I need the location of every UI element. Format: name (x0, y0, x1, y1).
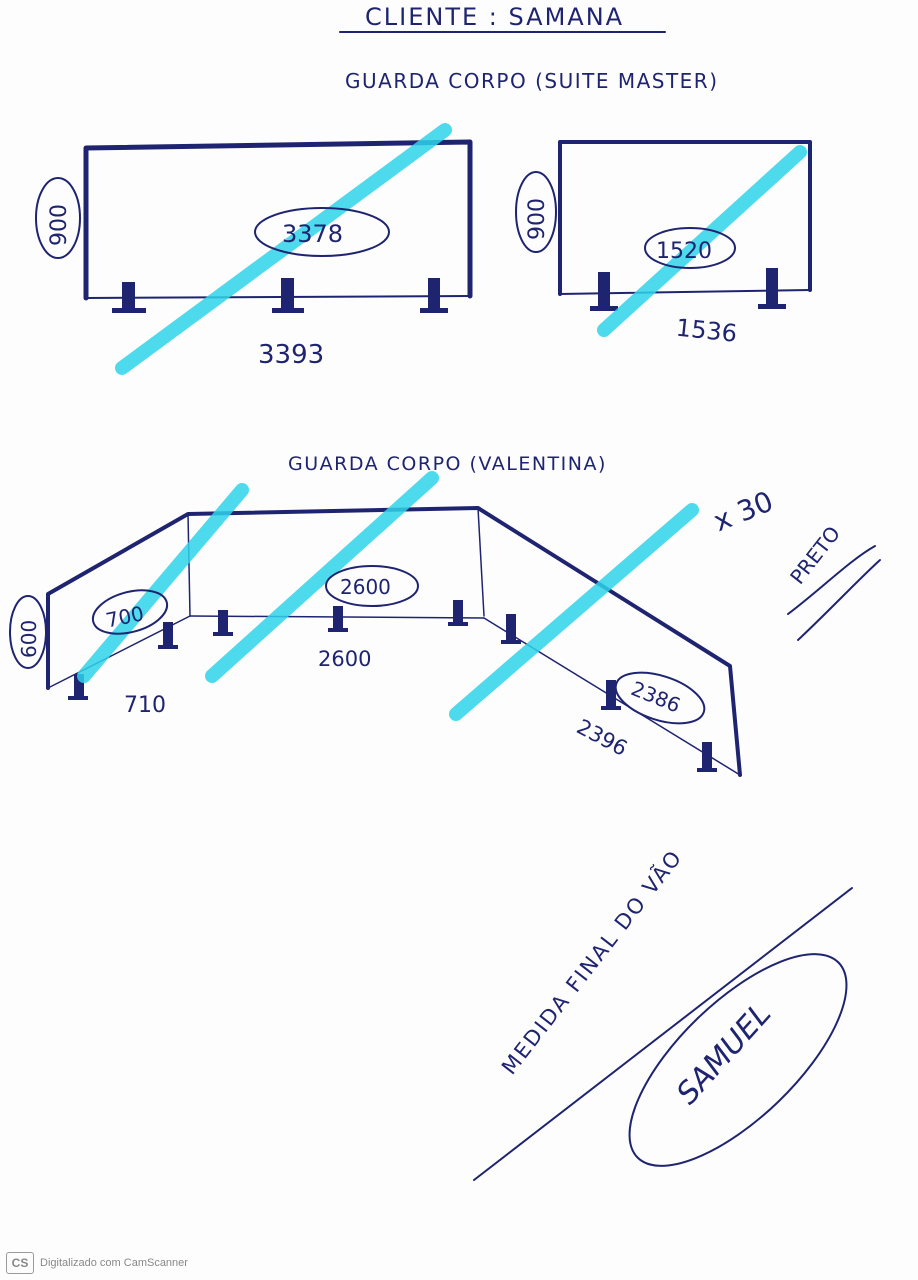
pen-scribble (787, 545, 881, 641)
underline-stroke (473, 887, 853, 1181)
scanner-footer: CS Digitalizado com CamScanner (6, 1252, 188, 1274)
scanner-caption: Digitalizado com CamScanner (40, 1257, 188, 1269)
width-label: 710 (124, 693, 166, 718)
width-label: 3393 (258, 340, 324, 370)
width-label: 1536 (675, 314, 739, 348)
suite-panel-left: 900 3378 3393 (35, 123, 473, 375)
glass-circle (644, 227, 736, 269)
glass-circle (614, 671, 706, 725)
width-label: 2600 (318, 647, 371, 671)
section1-title: GUARDA CORPO (SUITE MASTER) (345, 69, 719, 93)
glass-label: 2600 (340, 575, 391, 599)
post-icon (158, 622, 178, 649)
suite-panel-right: 900 1520 1536 (515, 140, 812, 348)
post-icon (601, 680, 621, 710)
post-icon (213, 610, 233, 636)
glass-label: 700 (104, 601, 146, 632)
height-circle (515, 171, 557, 253)
highlighter-stroke (449, 503, 699, 721)
camscanner-logo: CS (6, 1252, 34, 1274)
post-icon (328, 606, 348, 632)
client-heading: CLIENTE : SAMANA (365, 3, 624, 31)
color-note: PRETO (785, 521, 845, 588)
height-label: 600 (17, 620, 41, 658)
post-icon (112, 282, 146, 313)
height-circle (35, 177, 81, 259)
valentina-railing: 600 700 710 2600 2600 2386 2396 x 30 PRE… (9, 471, 881, 777)
glass-circle (91, 589, 169, 635)
signature-circle (628, 953, 848, 1167)
highlighter-stroke (205, 471, 439, 683)
post-icon (420, 278, 448, 313)
quantity-note: x 30 (709, 485, 778, 538)
post-icon (68, 674, 88, 700)
highlighter-stroke (77, 483, 249, 683)
height-label: 900 (47, 204, 72, 246)
section2-title: GUARDA CORPO (VALENTINA) (288, 453, 607, 475)
post-icon (448, 600, 468, 626)
highlighter-stroke (597, 145, 807, 337)
glass-circle (254, 207, 390, 257)
width-label: 2396 (573, 715, 631, 761)
final-measure-note: MEDIDA FINAL DO VÃO (495, 844, 687, 1079)
glass-label: 3378 (282, 220, 343, 248)
post-icon (272, 278, 304, 313)
post-icon (501, 614, 521, 644)
post-icon (697, 742, 717, 772)
height-circle (9, 595, 47, 669)
highlighter-stroke (115, 123, 452, 375)
glass-label: 1520 (656, 239, 712, 264)
height-label: 900 (525, 198, 550, 240)
post-icon (758, 268, 786, 309)
post-icon (590, 272, 618, 311)
glass-circle (325, 565, 419, 607)
signature: SAMUEL (670, 996, 778, 1111)
